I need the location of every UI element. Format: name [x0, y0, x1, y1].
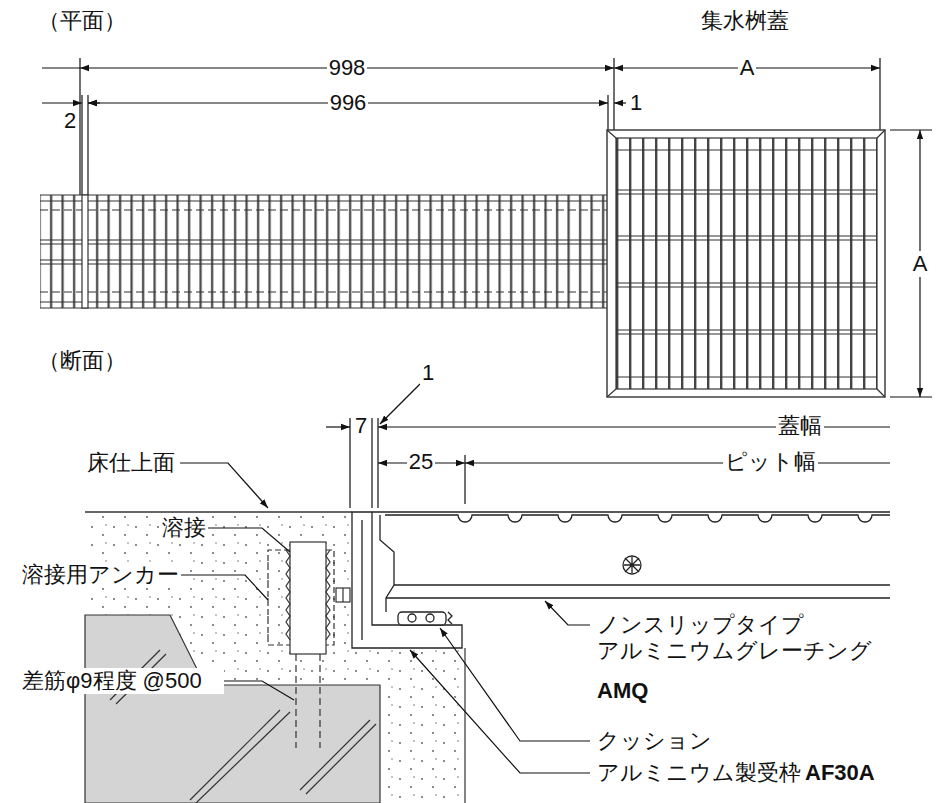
section-dimensions: [326, 384, 890, 508]
dimension: 1: [420, 360, 436, 386]
part-label: アルミニウム製受枠: [595, 760, 803, 786]
dimension: 1: [628, 90, 644, 116]
dimension: 998: [327, 55, 368, 81]
part-label: 集水桝蓋: [699, 8, 791, 34]
dimension: 7: [353, 413, 369, 439]
dimension: 996: [328, 90, 369, 116]
part-label: クッション: [595, 728, 714, 754]
dimension: 蓋幅: [776, 413, 824, 439]
dimension: A: [738, 55, 757, 81]
product-code: AF30A: [803, 760, 877, 786]
view-title: （平面）: [36, 8, 128, 34]
part-label: 溶接用アンカー: [20, 562, 181, 588]
part-label: 床仕上面: [85, 450, 177, 476]
concrete-section: [85, 512, 465, 803]
view-title: （断面）: [36, 348, 128, 374]
dimension: 2: [62, 108, 78, 134]
basin-cover: [607, 130, 885, 397]
anchor-detail: [268, 542, 350, 748]
part-label: 溶接: [160, 515, 208, 541]
part-label: ノンスリップタイプ アルミニウムグレーチング: [595, 612, 929, 665]
product-code: AMQ: [595, 678, 650, 704]
leader-lines: [178, 463, 590, 773]
channel-grating: [40, 195, 612, 308]
dimension: ピット幅: [723, 449, 818, 475]
part-label: 差筋φ9程度 @500: [20, 668, 224, 694]
dimension: A: [911, 251, 930, 277]
dimension: 25: [407, 449, 435, 475]
